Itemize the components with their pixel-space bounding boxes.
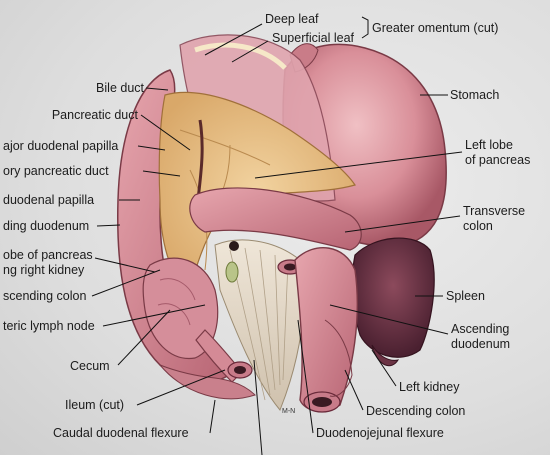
label-minor-duodenal-papilla: duodenal papilla [3,193,95,207]
label-deep-leaf: Deep leaf [265,12,319,26]
label-left-kidney: Left kidney [399,380,460,394]
label-accessory-pancreatic-duct: ory pancreatic duct [3,164,109,178]
cecum-shape [142,257,219,360]
label-duodenojejunal-flexure: Duodenojejunal flexure [316,426,444,440]
transverse-colon-shape [189,187,362,251]
label-right-lobe-pancreas-line2: ng right kidney [3,263,85,277]
label-descending-duodenum: ding duodenum [3,219,90,233]
label-caudal-duodenal-flexure: Caudal duodenal flexure [53,426,189,440]
label-bile-duct: Bile duct [96,81,144,95]
label-greater-omentum: Greater omentum (cut) [372,21,499,35]
label-spleen: Spleen [446,289,485,303]
label-stomach: Stomach [450,88,500,102]
label-transverse-colon-line2: colon [463,219,493,233]
label-ascending-colon: scending colon [3,289,87,303]
label-major-duodenal-papilla: ajor duodenal papilla [3,139,119,153]
label-ileum-cut: Ileum (cut) [65,398,125,412]
label-mesenteric-lymph-node: teric lymph node [3,319,95,333]
label-pancreatic-duct: Pancreatic duct [51,108,138,122]
label-superficial-leaf: Superficial leaf [272,31,354,45]
label-cecum: Cecum [70,359,110,373]
label-left-lobe-pancreas-line1: Left lobe [465,138,513,152]
label-transverse-colon-line1: Transverse [463,204,526,218]
label-right-lobe-pancreas-line1: obe of pancreas [3,248,93,262]
artist-initials: M-N [282,408,296,415]
label-descending-colon: Descending colon [366,404,466,418]
label-ascending-duodenum-line1: Ascending [451,322,510,336]
label-ascending-duodenum-line2: duodenum [451,337,511,351]
label-left-lobe-pancreas-line2: of pancreas [465,153,531,167]
